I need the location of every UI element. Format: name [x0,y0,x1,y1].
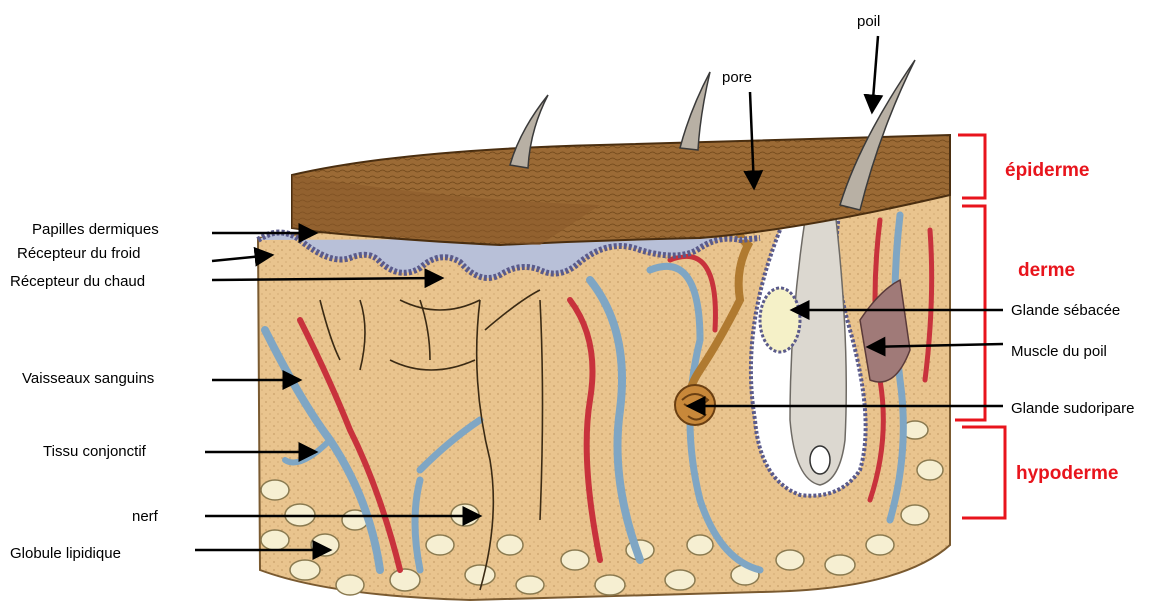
arrow-poil [872,36,878,112]
layer-label-derme: derme [1018,260,1075,282]
label-recepteur-chaud: Récepteur du chaud [10,273,145,291]
bracket-derme [955,206,985,420]
label-globule-lipidique: Globule lipidique [10,545,121,563]
bracket-hypoderme [962,427,1005,518]
label-recepteur-froid: Récepteur du froid [17,245,140,263]
label-nerf: nerf [132,508,158,526]
label-pore: pore [722,69,752,87]
label-poil: poil [857,13,880,31]
label-glande-sudoripare: Glande sudoripare [1011,400,1134,418]
label-muscle-du-poil: Muscle du poil [1011,343,1107,361]
label-tissu-conjonctif: Tissu conjonctif [43,443,146,461]
label-glande-sebacee: Glande sébacée [1011,302,1120,320]
layer-label-epiderme: épiderme [1005,160,1089,182]
bracket-epiderme [958,135,985,198]
layer-label-hypoderme: hypoderme [1016,463,1118,485]
label-vaisseaux-sanguins: Vaisseaux sanguins [22,370,154,388]
layer-brackets [955,135,1005,518]
label-papilles-dermiques: Papilles dermiques [32,221,159,239]
skin-block [258,60,950,600]
